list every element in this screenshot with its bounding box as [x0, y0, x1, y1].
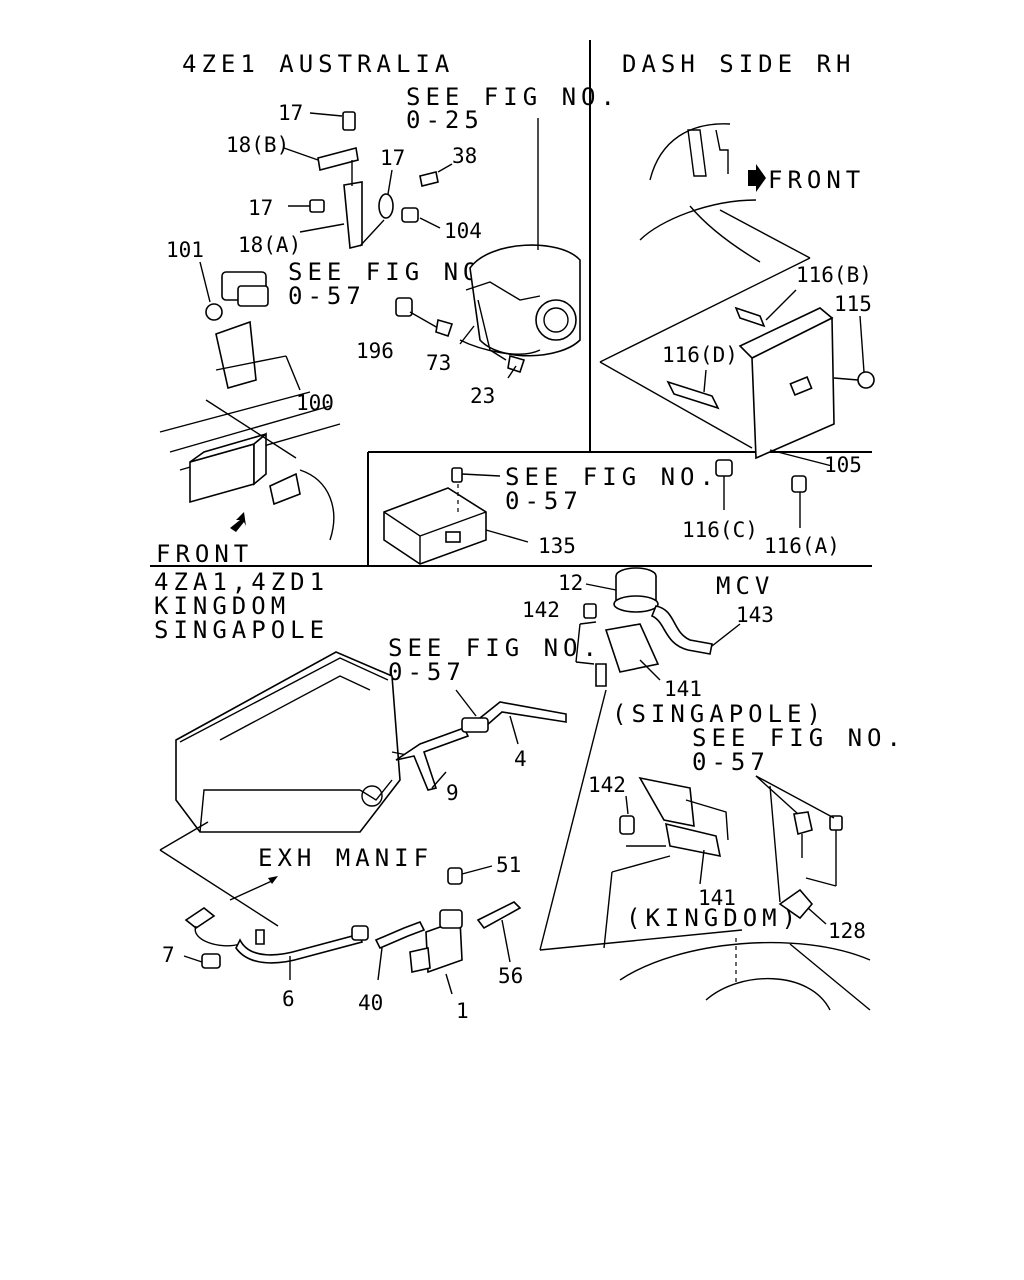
- part-label-128: 128: [828, 919, 866, 943]
- see-fig-ref-0-57: 0-57: [692, 748, 770, 776]
- front-arrow-icon: [748, 164, 766, 192]
- front-arrow-icon: [230, 512, 246, 532]
- mcv-assembly-drawing: [539, 567, 871, 1011]
- see-fig-label: SEE FIG NO.: [505, 463, 719, 491]
- part-label-141: 141: [664, 677, 702, 701]
- part-labels: 17 18(B) 17 38 17 104 18(A) 101 196 73 2…: [162, 101, 872, 1023]
- section-title-dash-side-rh: DASH SIDE RH: [622, 50, 855, 78]
- part-label-23: 23: [470, 384, 495, 408]
- see-fig-ref-0-57: 0-57: [388, 658, 466, 686]
- front-direction-label: FRONT: [156, 540, 253, 568]
- part-label-51: 51: [496, 853, 521, 877]
- singapole-label: (SINGAPOLE): [612, 700, 826, 728]
- part-label-101: 101: [166, 238, 204, 262]
- part-label-1: 1: [456, 999, 469, 1023]
- part-label-17: 17: [248, 196, 273, 220]
- see-fig-ref-0-57: 0-57: [505, 487, 583, 515]
- see-fig-label: SEE FIG NO.: [406, 83, 620, 111]
- part-label-142: 142: [522, 598, 560, 622]
- part-label-4: 4: [514, 747, 527, 771]
- section-title-kingdom: KINGDOM: [154, 592, 290, 620]
- see-fig-label: SEE FIG NO.: [388, 634, 602, 662]
- part-label-135: 135: [538, 534, 576, 558]
- engine-block-drawing: [159, 651, 567, 927]
- part-label-100: 100: [296, 391, 334, 415]
- part-label-56: 56: [498, 964, 523, 988]
- dash-side-rh-drawing: [599, 123, 875, 528]
- exh-manif-label: EXH MANIF: [258, 844, 433, 872]
- section-title-singapole: SINGAPOLE: [154, 616, 329, 644]
- part-label-73: 73: [426, 351, 451, 375]
- see-fig-ref-0-25: 0-25: [406, 106, 484, 134]
- front-direction-label: FRONT: [768, 166, 865, 194]
- module-135-drawing: [383, 467, 529, 565]
- part-label-40: 40: [358, 991, 383, 1015]
- part-label-104: 104: [444, 219, 482, 243]
- see-fig-ref-0-57: 0-57: [288, 282, 366, 310]
- part-label-12: 12: [558, 571, 583, 595]
- part-label-141: 141: [698, 886, 736, 910]
- part-label-105: 105: [824, 453, 862, 477]
- part-label-18b: 18(B): [226, 133, 289, 157]
- australia-assembly-drawing: [159, 111, 581, 541]
- part-label-7: 7: [162, 943, 175, 967]
- part-label-115: 115: [834, 292, 872, 316]
- part-label-6: 6: [282, 987, 295, 1011]
- kingdom-label: (KINGDOM): [626, 904, 801, 932]
- part-label-38: 38: [452, 144, 477, 168]
- see-fig-label: SEE FIG NO.: [692, 724, 906, 752]
- part-label-143: 143: [736, 603, 774, 627]
- exhaust-assembly-drawing: [183, 865, 522, 995]
- part-label-116d: 116(D): [662, 343, 738, 367]
- section-title-4za1-4zd1: 4ZA1,4ZD1: [154, 568, 329, 596]
- part-label-18a: 18(A): [238, 233, 301, 257]
- see-fig-label: SEE FIG NO.: [288, 258, 502, 286]
- part-label-9: 9: [446, 781, 459, 805]
- part-label-142: 142: [588, 773, 626, 797]
- part-label-116a: 116(A): [764, 534, 840, 558]
- part-label-116c: 116(C): [682, 518, 758, 542]
- part-label-17: 17: [278, 101, 303, 125]
- part-label-116b: 116(B): [796, 263, 872, 287]
- part-label-196: 196: [356, 339, 394, 363]
- frame-lines: [150, 40, 872, 567]
- section-title-4ze1-australia: 4ZE1 AUSTRALIA: [182, 50, 454, 78]
- mcv-label: MCV: [716, 572, 774, 600]
- part-label-17: 17: [380, 146, 405, 170]
